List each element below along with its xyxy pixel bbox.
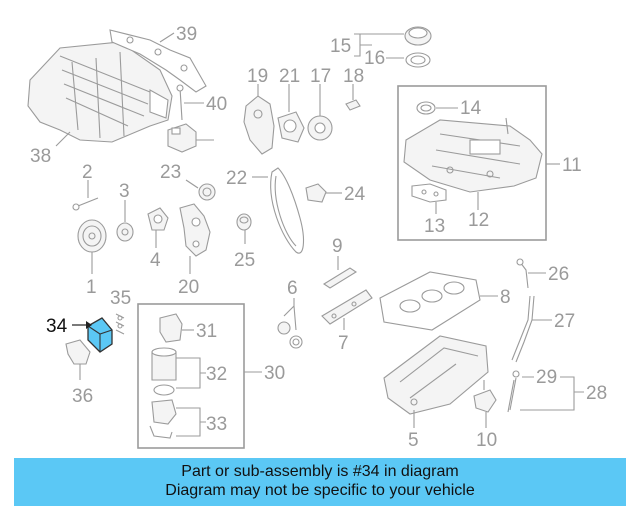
part-17-sprocket[interactable] xyxy=(307,115,333,141)
callout-4[interactable]: 4 xyxy=(150,250,161,271)
callout-26[interactable]: 26 xyxy=(548,264,569,285)
part-14-seal[interactable] xyxy=(416,101,436,115)
callout-11[interactable]: 11 xyxy=(562,155,582,176)
part-37-intake-manifold[interactable] xyxy=(27,41,173,143)
callout-3[interactable]: 3 xyxy=(119,181,130,202)
part-12-valve-cover[interactable] xyxy=(403,117,543,193)
callout-9[interactable]: 9 xyxy=(332,236,343,257)
callout-6[interactable]: 6 xyxy=(287,278,298,299)
callout-16[interactable]: 16 xyxy=(364,48,385,69)
callout-37[interactable]: 38 xyxy=(30,146,51,167)
part-7-gasket[interactable] xyxy=(321,289,373,325)
callout-7[interactable]: 7 xyxy=(338,333,349,354)
part-25-sleeve[interactable] xyxy=(236,213,252,231)
callout-22[interactable]: 22 xyxy=(226,168,247,189)
part-32-filter[interactable] xyxy=(151,347,177,396)
part-9-gasket[interactable] xyxy=(322,267,358,289)
callout-36[interactable]: 36 xyxy=(72,386,93,407)
callout-2[interactable]: 2 xyxy=(82,162,93,183)
part-19-cover[interactable] xyxy=(243,95,275,155)
part-24-damper[interactable] xyxy=(305,183,327,203)
arrow-34 xyxy=(86,321,92,329)
callout-24[interactable]: 24 xyxy=(344,184,366,205)
part-31-housing-cap[interactable] xyxy=(159,313,183,343)
banner-line-1: Part or sub-assembly is #34 in diagram xyxy=(181,463,459,480)
part-33-valve[interactable] xyxy=(149,399,177,439)
part-4-idler[interactable] xyxy=(147,207,169,231)
callout-20[interactable]: 20 xyxy=(178,277,199,298)
part-1-pulley[interactable] xyxy=(77,219,107,253)
part-22-belt[interactable] xyxy=(270,167,305,254)
callout-10[interactable]: 10 xyxy=(476,430,497,451)
part-34-highlighted[interactable] xyxy=(87,317,113,353)
callout-30[interactable]: 30 xyxy=(264,363,285,384)
callout-17[interactable]: 17 xyxy=(310,66,331,87)
part-23-bushing[interactable] xyxy=(198,183,216,201)
callout-25[interactable]: 25 xyxy=(234,250,255,271)
callout-8[interactable]: 8 xyxy=(500,287,511,308)
part-8-pan-gasket[interactable] xyxy=(379,271,481,331)
callout-5[interactable]: 5 xyxy=(408,430,419,451)
group-box-30 xyxy=(137,303,245,449)
callout-23[interactable]: 23 xyxy=(160,162,181,183)
callout-32[interactable]: 32 xyxy=(206,364,227,385)
callout-28[interactable]: 28 xyxy=(586,383,607,404)
callout-27[interactable]: 27 xyxy=(554,311,575,332)
callout-38[interactable]: 39 xyxy=(176,24,197,45)
callout-34[interactable]: 34 xyxy=(46,316,68,337)
part-13-gasket[interactable] xyxy=(411,183,447,203)
callout-12[interactable]: 12 xyxy=(468,210,489,231)
banner-line-2: Diagram may not be specific to your vehi… xyxy=(165,482,475,499)
part-5-oil-pan[interactable] xyxy=(383,335,489,415)
callout-19[interactable]: 19 xyxy=(247,66,268,87)
part-27-dipstick-tube[interactable] xyxy=(511,295,535,363)
part-15-oil-cap[interactable] xyxy=(404,26,432,46)
info-banner: Part or sub-assembly is #34 in diagram D… xyxy=(14,458,626,506)
callout-29[interactable]: 29 xyxy=(536,367,557,388)
part-2-bolt[interactable] xyxy=(72,197,99,211)
callout-13[interactable]: 13 xyxy=(424,216,445,237)
part-28-dipstick[interactable] xyxy=(507,370,520,413)
callout-1[interactable]: 1 xyxy=(86,277,97,298)
callout-21[interactable]: 21 xyxy=(279,66,300,87)
part-35-clip[interactable] xyxy=(115,313,125,335)
part-18-clip[interactable] xyxy=(345,99,361,111)
callout-14[interactable]: 14 xyxy=(460,98,482,119)
part-16-seal[interactable] xyxy=(405,52,431,68)
part-6-fitting[interactable] xyxy=(277,321,303,349)
part-26-dipstick-cap[interactable] xyxy=(516,258,529,289)
callout-18[interactable]: 18 xyxy=(343,66,364,87)
part-3-washer[interactable] xyxy=(116,222,134,242)
part-39-bolt[interactable] xyxy=(176,84,184,121)
part-21-tensioner[interactable] xyxy=(277,111,305,143)
callout-39[interactable]: 40 xyxy=(206,94,227,115)
callout-15[interactable]: 15 xyxy=(330,36,351,57)
part-10-sensor[interactable] xyxy=(473,380,497,413)
callout-31[interactable]: 31 xyxy=(196,321,217,342)
part-40-sensor[interactable] xyxy=(167,123,197,153)
part-20-bracket[interactable] xyxy=(179,203,211,257)
part-36-bracket[interactable] xyxy=(65,339,91,365)
part-38-gasket[interactable] xyxy=(109,29,207,93)
group-box-11 xyxy=(397,85,547,241)
callout-33[interactable]: 33 xyxy=(206,414,227,435)
callout-35[interactable]: 35 xyxy=(110,288,131,309)
